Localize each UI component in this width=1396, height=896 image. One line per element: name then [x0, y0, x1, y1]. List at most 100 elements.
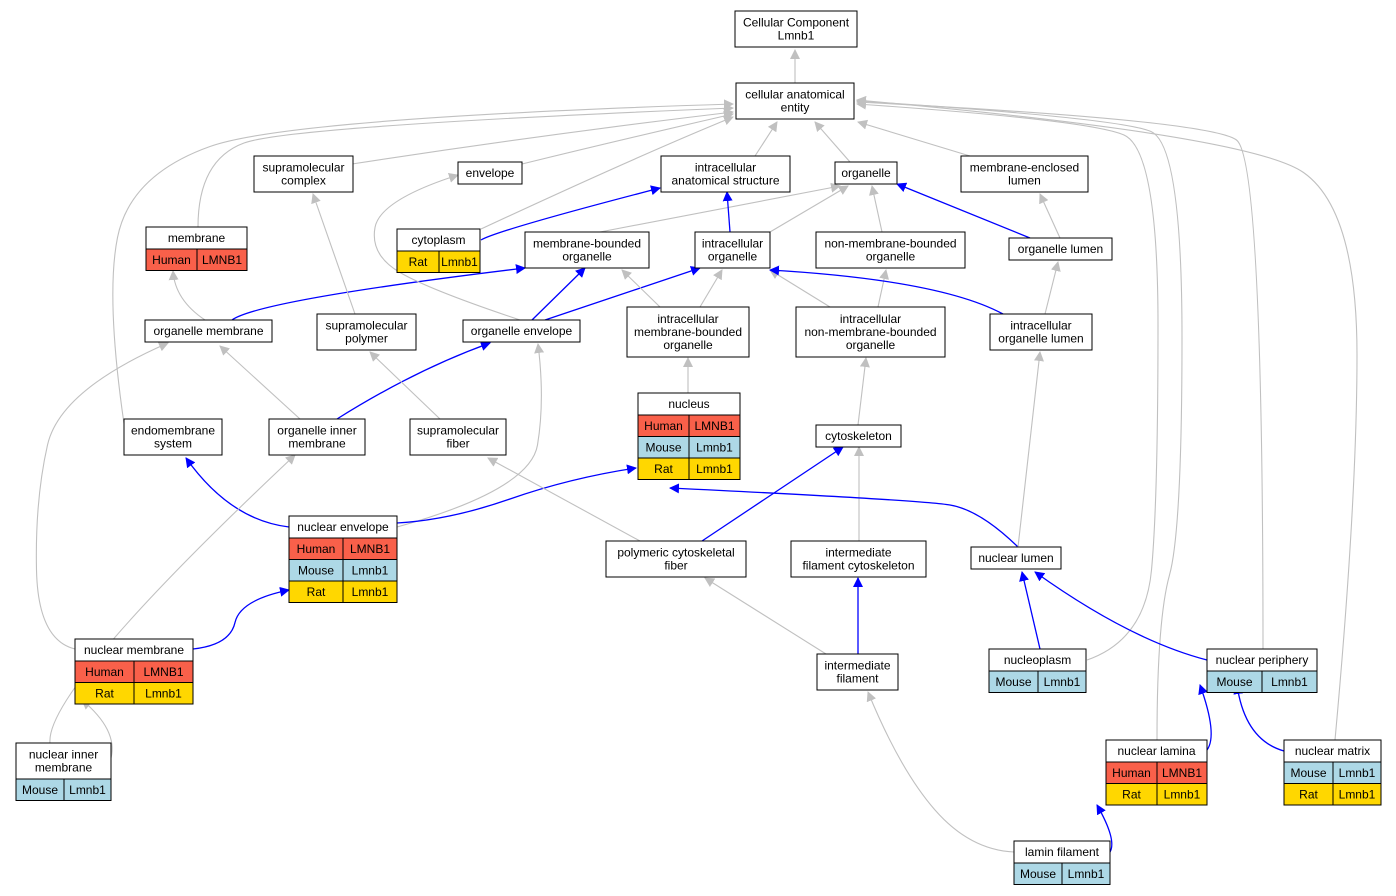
gene-symbol: LMNB1 [350, 542, 390, 556]
gene-symbol: Lmnb1 [1068, 867, 1105, 881]
gene-cell [63, 778, 112, 801]
node-box [316, 313, 417, 351]
edge-is-a [754, 121, 778, 157]
edge-is-a [369, 351, 441, 420]
node-cytoskeleton[interactable]: cytoskeleton [815, 424, 902, 448]
node-label: intracellular [702, 237, 763, 251]
node-box [462, 319, 581, 343]
gene-cell [1332, 783, 1382, 806]
species-name: Human [297, 542, 336, 556]
node-label: intracellular [1010, 319, 1071, 333]
node-organelle-membrane[interactable]: organelle membrane [144, 319, 273, 343]
edge-is-a [396, 343, 545, 528]
species-name: Rat [1299, 788, 1318, 802]
node-box [989, 313, 1093, 351]
species-name: Mouse [645, 441, 681, 455]
node-label: nuclear matrix [1295, 744, 1370, 758]
edge-part-of [769, 265, 1004, 315]
edge-is-a [521, 111, 734, 165]
node-label: organelle envelope [471, 324, 573, 338]
edge-is-a [1017, 351, 1044, 548]
node-label: supramolecular [262, 161, 344, 175]
gene-symbol: Lmnb1 [145, 687, 182, 701]
edge-part-of [544, 266, 701, 321]
gene-cell [1061, 862, 1111, 885]
node-label: organelle lumen [1018, 242, 1103, 256]
edge-part-of [1019, 571, 1041, 650]
species-name: Mouse [298, 564, 334, 578]
node-label: nuclear periphery [1216, 653, 1309, 667]
node-label: polymeric cytoskeletal [617, 546, 734, 560]
edge-part-of [531, 267, 586, 321]
edge-part-of [185, 457, 290, 528]
node-organelle[interactable]: organelle [834, 161, 898, 185]
node-nuclear-lumen[interactable]: nuclear lumen [970, 546, 1062, 570]
edge-part-of [669, 483, 1019, 548]
node-label: membrane [288, 437, 346, 451]
edge-part-of [1096, 804, 1113, 853]
node-box [790, 540, 927, 578]
node-envelope[interactable]: envelope [457, 161, 523, 185]
species-name: Mouse [1020, 867, 1056, 881]
node-label: nuclear inner [29, 748, 98, 762]
node-box [253, 155, 354, 193]
edge-part-of [1233, 684, 1285, 752]
gene-cell [688, 457, 741, 480]
node-label: organelle lumen [998, 332, 1083, 346]
edge-part-of [1198, 684, 1212, 751]
node-intracellular-non-membrane-bounded-organelle[interactable]: intracellularnon-membrane-boundedorganel… [795, 306, 946, 358]
node-label: organelle [841, 166, 891, 180]
gene-symbol: Lmnb1 [696, 462, 733, 476]
node-organelle-envelope[interactable]: organelle envelope [462, 319, 581, 343]
edge-is-a [877, 269, 889, 308]
node-label: non-membrane-bounded [804, 325, 936, 339]
edge-is-a [866, 691, 1015, 853]
node-label: fiber [664, 559, 687, 573]
node-label: organelle [866, 250, 916, 264]
edge-is-a [487, 457, 641, 542]
species-name: Mouse [22, 783, 58, 797]
node-organelle-lumen[interactable]: organelle lumen [1008, 237, 1113, 261]
edge-part-of [896, 182, 1031, 239]
species-name: Human [152, 253, 191, 267]
node-box [660, 155, 791, 193]
edge-is-a [81, 699, 113, 759]
gene-cell [133, 682, 194, 705]
node-label: complex [281, 174, 326, 188]
